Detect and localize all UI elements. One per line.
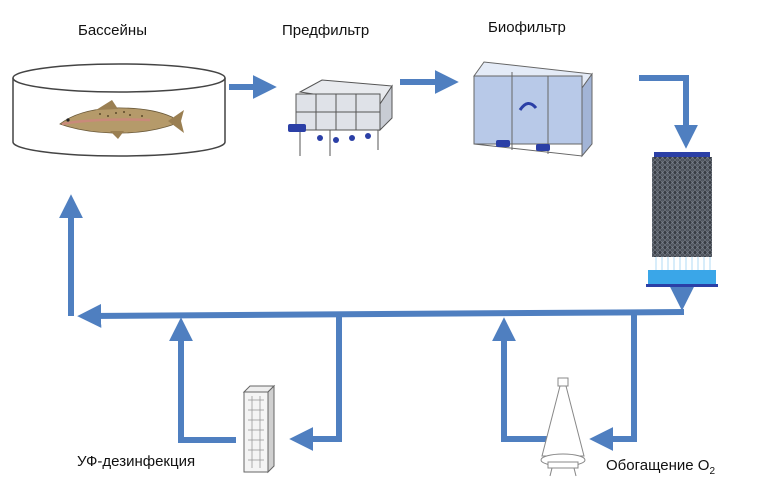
trickling-filter-tower-icon	[646, 152, 718, 287]
oxygenation-label: Обогащение O2	[606, 457, 715, 477]
oxygen-subscript: 2	[709, 466, 716, 477]
uv-disinfection-label: УФ-дезинфекция	[77, 453, 196, 470]
prefilter-label: Предфильтр	[282, 22, 370, 39]
oxygen-cone-icon	[540, 377, 586, 477]
arrow-biofilter-to-tower	[639, 75, 698, 149]
flow-arrows	[59, 70, 698, 451]
branch-to-oxygen	[589, 313, 637, 451]
biofilter-icon	[473, 61, 593, 158]
fish-tank-icon	[12, 63, 226, 157]
uv-return	[169, 317, 236, 443]
oxygen-return	[492, 317, 550, 442]
drum-prefilter-icon	[288, 79, 393, 156]
biofilter-label: Биофильтр	[488, 19, 566, 36]
main-return-line	[77, 303, 685, 328]
oxygenation-text: Обогащение O	[606, 457, 710, 474]
pools-label: Бассейны	[78, 22, 147, 39]
trout-icon	[59, 100, 184, 139]
uv-unit-icon	[242, 384, 276, 474]
branch-to-uv	[289, 314, 342, 451]
